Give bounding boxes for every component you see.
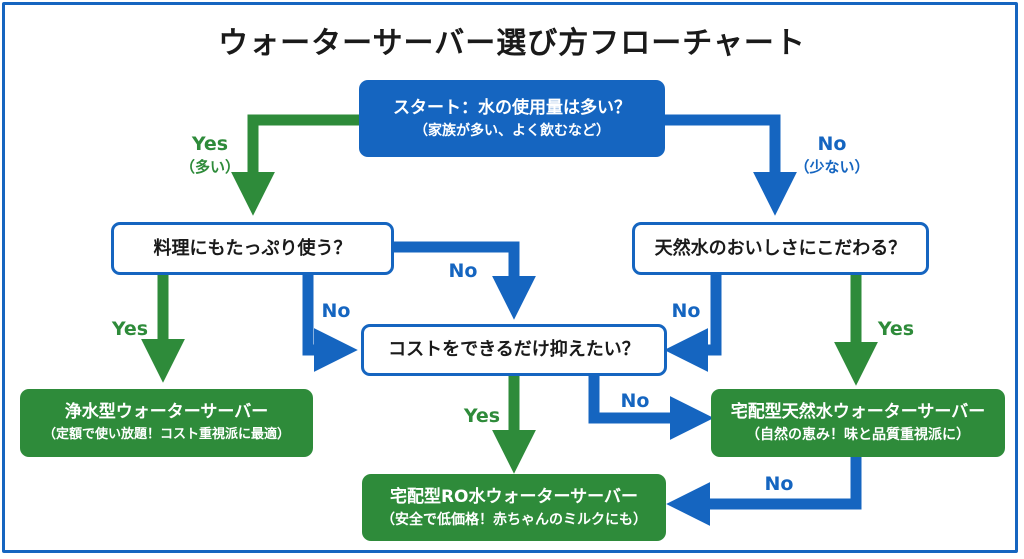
edge-label-cooking-no-right: No	[438, 259, 488, 283]
arrow-start-yes	[231, 114, 360, 216]
natural-delivery-result-title: 宅配型天然水ウォーターサーバー	[730, 402, 986, 422]
edge-label-natural-no: No	[664, 299, 708, 323]
edge-label-natural-box-no: No	[754, 472, 804, 496]
purifier-result-box: 浄水型ウォーターサーバー （定額で使い放題！コスト重視派に最適）	[20, 389, 313, 457]
natural-delivery-result-note: （自然の恵み！味と品質重視派に）	[746, 427, 970, 443]
edge-label-cooking-no-right-text: No	[448, 260, 478, 282]
edge-label-cooking-yes: Yes	[100, 317, 160, 341]
ro-delivery-result-note: （安全で低価格！赤ちゃんのミルクにも）	[381, 511, 647, 528]
edge-label-start-yes-text: Yes	[191, 133, 229, 155]
edge-label-start-yes: Yes （多い）	[170, 132, 250, 178]
edge-label-start-no-text: No	[817, 133, 847, 155]
natural-question-box: 天然水のおいしさにこだわる？	[632, 222, 929, 275]
arrow-cost-no	[588, 374, 714, 440]
edge-label-cooking-no-down-text: No	[321, 300, 351, 322]
arrow-cooking-no-right	[392, 241, 536, 320]
diagram-frame	[2, 2, 1018, 553]
cost-question-box: コストをできるだけ抑えたい？	[361, 324, 667, 376]
edge-label-start-no-sub: （少ない）	[794, 158, 870, 176]
cost-question-text: コストをできるだけ抑えたい？	[388, 339, 640, 360]
edge-label-cost-yes: Yes	[454, 404, 510, 428]
ro-delivery-result-box: 宅配型RO水ウォーターサーバー （安全で低価格！赤ちゃんのミルクにも）	[362, 474, 666, 541]
arrow-natural-box-no	[666, 457, 862, 526]
edge-label-natural-yes-text: Yes	[877, 318, 915, 340]
edge-label-cost-no-text: No	[620, 390, 650, 412]
natural-question-text: 天然水のおいしさにこだわる？	[654, 237, 907, 259]
purifier-result-title: 浄水型ウォーターサーバー	[64, 402, 269, 422]
cooking-question-box: 料理にもたっぷり使う？	[111, 222, 394, 275]
purifier-result-note: （定額で使い放題！コスト重視派に最適）	[42, 427, 290, 442]
start-question-subtext: （家族が多い、よく飲むなど）	[414, 122, 610, 139]
edge-label-start-no: No （少ない）	[790, 132, 874, 178]
edge-label-natural-no-text: No	[671, 300, 701, 322]
start-question-box: スタート：水の使用量は多い？ （家族が多い、よく飲むなど）	[359, 80, 665, 157]
edge-label-cost-yes-text: Yes	[463, 405, 501, 427]
edge-label-cost-no: No	[610, 389, 660, 413]
chart-title: ウォーターサーバー選び方フローチャート	[218, 26, 806, 61]
arrow-natural-no	[664, 273, 722, 372]
arrow-cooking-no-down	[302, 273, 358, 372]
start-question-text: スタート：水の使用量は多い？	[393, 97, 631, 118]
ro-delivery-result-title: 宅配型RO水ウォーターサーバー	[389, 486, 639, 507]
edge-label-start-yes-sub: （多い）	[179, 158, 240, 176]
edge-label-cooking-no-down: No	[314, 299, 358, 323]
edge-label-natural-box-no-text: No	[764, 473, 794, 495]
arrow-start-no	[664, 114, 797, 216]
edge-label-cooking-yes-text: Yes	[111, 318, 149, 340]
natural-delivery-result-box: 宅配型天然水ウォーターサーバー （自然の恵み！味と品質重視派に）	[711, 389, 1005, 457]
edge-label-natural-yes: Yes	[866, 317, 926, 341]
cooking-question-text: 料理にもたっぷり使う？	[153, 237, 352, 259]
